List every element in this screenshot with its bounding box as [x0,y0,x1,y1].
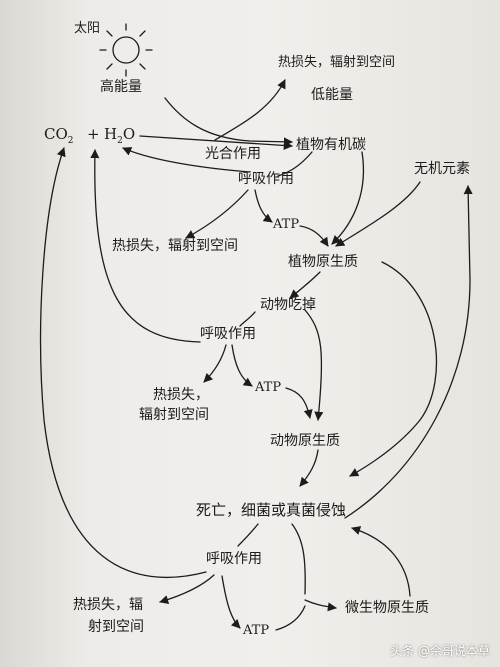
arrow-inorganic-to-plant-proto [335,181,421,247]
inorganic-elements-label: 无机元素 [414,161,470,177]
arrow-resp2-to-co2 [90,149,201,343]
sun-icon [99,23,153,77]
atp-3-label: ATP [243,623,270,638]
arrow-resp1-to-atp1 [254,189,273,223]
arrow-death-to-microbe [291,523,306,595]
arrow-microbe-to-death [351,526,411,597]
arrow-plant-proto-to-animal-eats [289,271,321,299]
plant-protoplasm-label: 植物原生质 [288,254,358,270]
arrow-co2-to-plant-carbon [139,135,293,151]
arrow-death-to-resp3 [237,523,259,547]
arrow-atp2-to-animal-proto [285,387,313,419]
arrow-resp1-to-heat1 [185,189,249,239]
atp-2-label: ATP [255,380,282,395]
respiration-3-label: 呼吸作用 [206,551,262,567]
atp-1-label: ATP [273,217,300,232]
watermark: 头条 @佘哥说本草 [390,644,490,658]
high-energy-label: 高能量 [100,79,142,95]
plant-organic-carbon-label: 植物有机碳 [296,137,366,153]
sun-label: 太阳 [74,21,101,36]
h2o-label: H2O [104,125,136,146]
arrow-animal-eats-to-resp2 [239,311,256,327]
respiration-2-label: 呼吸作用 [200,326,256,342]
arrow-resp2-to-atp2 [231,344,253,387]
animal-protoplasm-label: 动物原生质 [270,433,340,449]
arrow-animal-eats-to-animal-proto [304,309,324,421]
death-decay-label: 死亡，细菌或真菌侵蚀 [196,501,347,519]
arrow-animal-proto-to-death [299,449,319,487]
heat-loss-3-line1: 热损失，辐 [73,597,143,613]
heat-loss-3-line2: 射到空间 [88,619,144,635]
arrow-plantcarbon-to-plant-proto [331,151,365,245]
microbe-protoplasm-label: 微生物原生质 [345,600,429,616]
heat-loss-top-label: 热损失，辐射到空间 [278,55,396,70]
arrow-resp3-to-atp3 [221,575,241,629]
arrow-into-microbe [304,599,337,612]
plus-sign: + [87,125,100,143]
arrow-sun-to-photosynthesis [164,97,293,147]
arrow-atp1-to-plant-proto [299,225,329,247]
respiration-1-label: 呼吸作用 [238,171,294,187]
arrow-decomposition-to-inorganic [344,185,473,519]
arrow-resp3-to-co2 [39,147,207,579]
arrow-resp2-to-heat2 [203,344,227,383]
arrow-resp3-to-heat3 [159,574,215,605]
heat-loss-2-line1: 热损失， [153,387,209,403]
arrow-plantcarbon-to-resp1 [277,151,313,177]
arrow-plant-proto-to-death [349,261,438,477]
photosynthesis-label: 光合作用 [205,146,261,162]
arrow-atp3-to-microbe [275,605,306,631]
animal-eats-label: 动物吃掉 [260,297,316,313]
heat-loss-1-label: 热损失，辐射到空间 [112,238,238,254]
heat-loss-2-line2: 辐射到空间 [139,407,209,423]
arrow-respiration1-to-co2 [122,147,251,173]
low-energy-label: 低能量 [311,87,353,103]
co2-label: CO2 [44,125,74,146]
arrow-energy-to-heat-top [214,79,286,141]
